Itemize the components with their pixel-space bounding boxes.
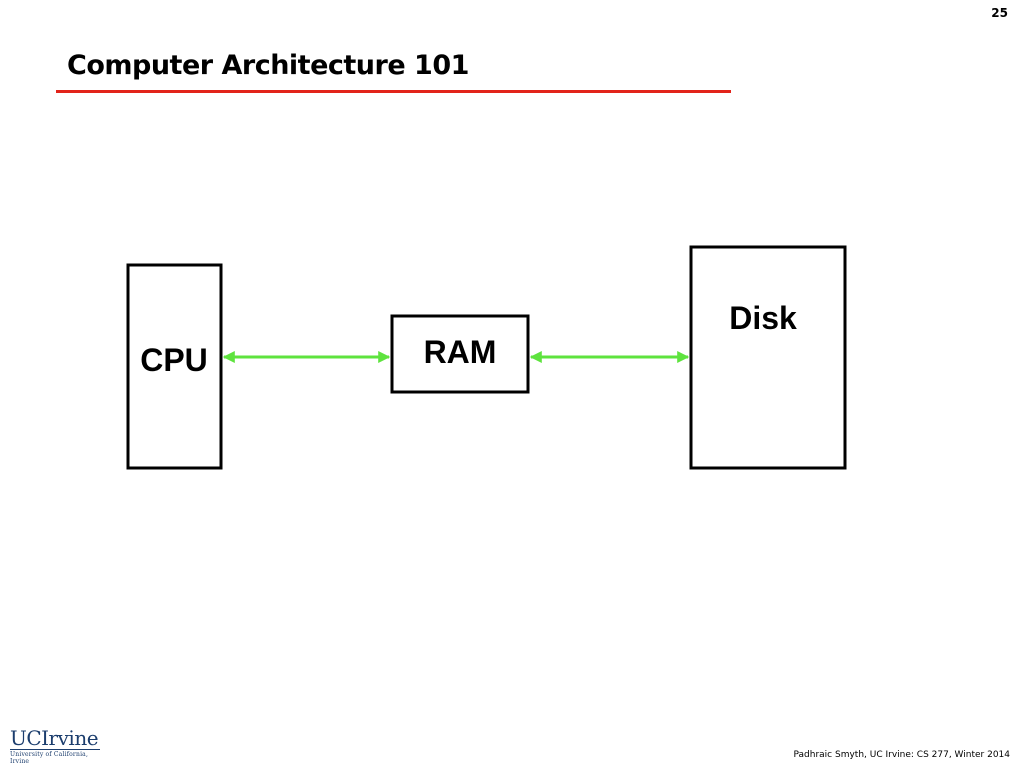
slide-title: Computer Architecture 101 — [67, 50, 469, 81]
disk-node: Disk — [689, 245, 847, 470]
title-underline — [56, 90, 731, 93]
footer-credit: Padhraic Smyth, UC Irvine: CS 277, Winte… — [793, 750, 1010, 760]
cpu-node: CPU — [126, 263, 223, 470]
disk-box — [689, 245, 847, 470]
ram-node: RAM — [390, 314, 530, 394]
ram-box — [390, 314, 530, 394]
logo-wordmark: UCIrvine — [10, 726, 99, 750]
cpu-box — [126, 263, 223, 470]
university-logo: UCIrvine University of California, Irvin… — [10, 726, 100, 765]
logo-subtitle: University of California, Irvine — [10, 749, 100, 765]
ram-label: RAM — [424, 334, 497, 370]
disk-label: Disk — [729, 300, 797, 336]
cpu-label: CPU — [140, 342, 208, 378]
slide-number: 25 — [991, 6, 1008, 20]
